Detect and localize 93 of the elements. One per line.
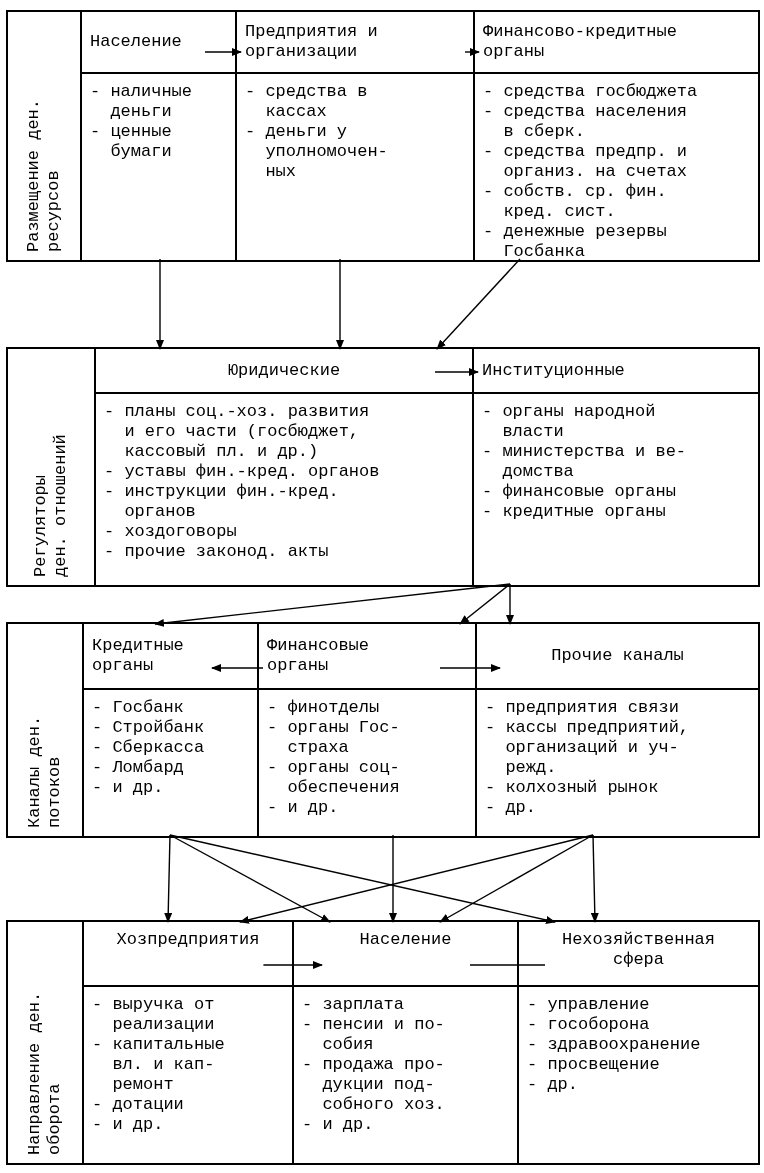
column-heading: Хозпредприятия <box>116 930 260 950</box>
arrow <box>169 834 556 924</box>
arrow <box>262 961 323 969</box>
list-item: - дотации <box>92 1095 184 1115</box>
list-item: - Ломбард <box>92 758 184 778</box>
list-item: - и др. <box>267 798 339 818</box>
arrow <box>436 258 521 350</box>
table-column <box>257 624 475 836</box>
arrow <box>156 258 164 350</box>
column-heading: Нехозяйственная сфера <box>560 930 716 970</box>
column-heading: Финансовые органы <box>267 636 371 676</box>
arrow <box>506 583 514 625</box>
column-heading: Население <box>359 930 452 950</box>
list-item: - органы народной власти <box>482 402 657 442</box>
list-item: - выручка от реализации <box>92 995 216 1035</box>
list-item: - средства в кассах <box>245 82 369 122</box>
arrow <box>336 258 344 350</box>
list-item: - министерства и ве- домства <box>482 442 688 482</box>
vertical-label: Размещение ден. ресурсов <box>24 97 64 252</box>
list-item: - прочие законод. акты <box>104 542 329 562</box>
list-item: - финансовые органы <box>482 482 676 502</box>
list-item: - планы соц.-хоз. развития и его части (госбюджет, кассовый пл. и др.) <box>104 402 371 462</box>
list-item: - др. <box>485 798 536 818</box>
list-item: - деньги у уполномочен- ных <box>245 122 389 182</box>
list-item: - средства предпр. и организ. на счетах <box>483 142 689 182</box>
list-item: - зарплата <box>302 995 405 1015</box>
arrow <box>439 834 594 923</box>
list-item: - органы соц- обеспечения <box>267 758 401 798</box>
table-column <box>80 12 235 260</box>
list-item: - Госбанк <box>92 698 184 718</box>
list-item: - здравоохранение <box>527 1035 701 1055</box>
list-item: - средства госбюджета <box>483 82 698 102</box>
list-item: - др. <box>527 1075 578 1095</box>
arrow <box>459 583 511 625</box>
list-item: - инструкции фин.-кред. органов <box>104 482 340 522</box>
column-heading: Население <box>90 32 182 52</box>
table-column <box>235 12 473 260</box>
table-column <box>292 922 517 1163</box>
arrow <box>154 583 511 627</box>
arrow <box>439 664 501 672</box>
table-column <box>517 922 758 1163</box>
table-band <box>6 10 760 262</box>
arrow <box>211 664 264 672</box>
list-item: - и др. <box>92 1115 164 1135</box>
vertical-label: Каналы ден. потоков <box>25 714 65 828</box>
table-column <box>94 349 472 585</box>
list-item: - наличные деньги <box>90 82 194 122</box>
list-item: - управление <box>527 995 650 1015</box>
arrow <box>434 368 479 376</box>
arrow <box>239 834 594 924</box>
list-item: - ценные бумаги <box>90 122 173 162</box>
list-item: - средства населения в сберк. <box>483 102 689 142</box>
column-heading: Предприятия и организации <box>245 22 379 62</box>
table-column <box>475 624 758 836</box>
arrow <box>204 48 242 56</box>
column-heading: Юридические <box>227 360 341 381</box>
table-band <box>6 920 760 1165</box>
list-item: - пенсии и по- собия <box>302 1015 446 1055</box>
column-heading: Финансово-кредитные органы <box>483 22 678 62</box>
list-item: - хоздоговоры <box>104 522 237 542</box>
table-band <box>6 622 760 838</box>
list-item: - колхозный рынок <box>485 778 659 798</box>
list-item: - капитальные вл. и кап- ремонт <box>92 1035 226 1095</box>
list-item: - собств. ср. фин. кред. сист. <box>483 182 668 222</box>
table-column <box>473 12 758 260</box>
arrow <box>464 48 480 56</box>
connector-line <box>469 964 546 966</box>
list-item: - гособорона <box>527 1015 650 1035</box>
arrow <box>590 834 599 923</box>
list-item: - и др. <box>92 778 164 798</box>
list-item: - Стройбанк <box>92 718 205 738</box>
vertical-label: Направление ден. оборота <box>25 990 65 1155</box>
list-item: - кредитные органы <box>482 502 666 522</box>
list-item: - кассы предприятий, организаций и уч- режд. <box>485 718 691 778</box>
vertical-label: Регуляторы ден. отношений <box>31 433 71 577</box>
list-item: - уставы фин.-кред. органов <box>104 462 380 482</box>
table-band <box>6 347 760 587</box>
list-item: - Сберкасса <box>92 738 205 758</box>
list-item: - органы Гос- страха <box>267 718 401 758</box>
arrow <box>389 834 397 923</box>
list-item: - продажа про- дукции под- собного хоз. <box>302 1055 446 1115</box>
table-column <box>82 922 292 1163</box>
list-item: - финотделы <box>267 698 380 718</box>
table-column <box>82 624 257 836</box>
column-heading: Кредитные органы <box>92 636 185 676</box>
column-heading: Прочие каналы <box>551 646 684 666</box>
list-item: - денежные резервы Госбанка <box>483 222 668 262</box>
list-item: - и др. <box>302 1115 374 1135</box>
table-column <box>472 349 758 585</box>
list-item: - предприятия связи <box>485 698 679 718</box>
column-heading: Институционные <box>482 360 625 381</box>
arrow <box>164 834 173 923</box>
list-item: - просвещение <box>527 1055 660 1075</box>
